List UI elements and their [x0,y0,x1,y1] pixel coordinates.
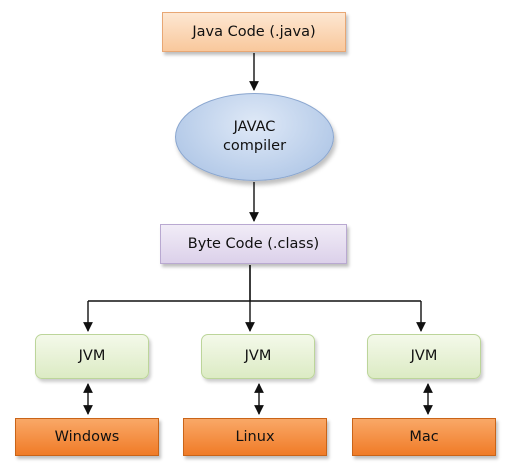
jvm-label: JVM [244,348,272,365]
platform-label: Mac [409,428,439,445]
platform-box-linux: Linux [183,418,327,456]
jvm-box-mac: JVM [367,334,481,379]
compiler-label-line1: JAVAC [233,119,276,136]
platform-box-windows: Windows [15,418,159,456]
jvm-label: JVM [78,348,106,365]
bytecode-box: Byte Code (.class) [160,224,347,264]
platform-box-mac: Mac [352,418,496,456]
java-source-label: Java Code (.java) [192,23,316,40]
compiler-label-line2: compiler [222,138,287,154]
jvm-label: JVM [410,348,438,365]
bytecode-label: Byte Code (.class) [187,235,320,252]
platform-label: Windows [54,428,120,445]
javac-compiler-ellipse: JAVAC compiler [175,93,334,181]
jvm-box-windows: JVM [35,334,149,379]
jvm-box-linux: JVM [201,334,315,379]
java-source-box: Java Code (.java) [162,12,346,52]
platform-label: Linux [235,428,275,445]
